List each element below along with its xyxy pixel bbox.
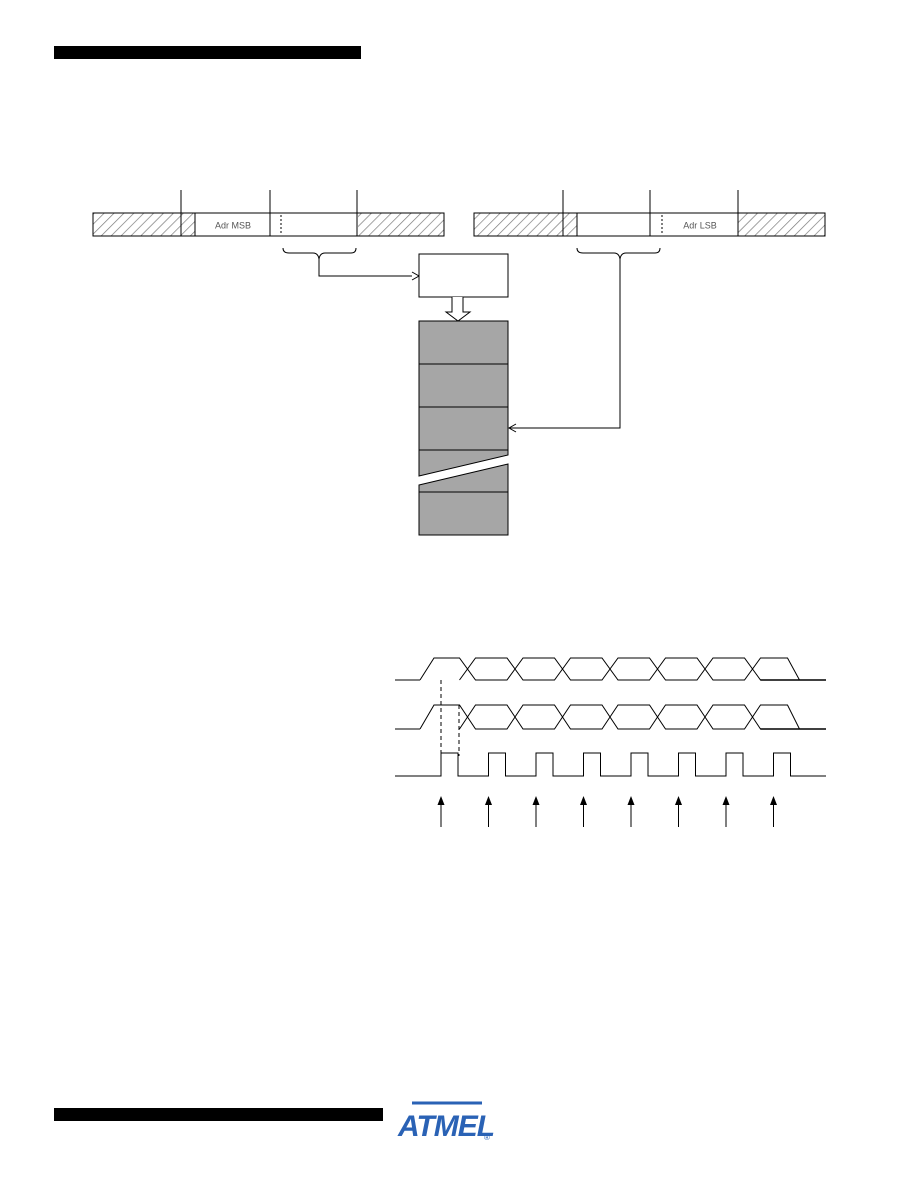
memory-page bbox=[418, 491, 509, 536]
header-bar bbox=[54, 46, 361, 59]
lsb-arrow-line bbox=[510, 259, 621, 429]
lsb-brace bbox=[576, 247, 661, 260]
strobe-arrow-head bbox=[770, 796, 777, 805]
address-bus-segment bbox=[609, 657, 659, 681]
strobe-arrow-head bbox=[722, 796, 730, 805]
data-bus-segment bbox=[561, 704, 611, 730]
lsb-arrow-head bbox=[507, 423, 517, 433]
data-bus-segment bbox=[609, 704, 659, 730]
msb-register: Adr MSB bbox=[92, 190, 445, 237]
memory-page-stack bbox=[418, 320, 509, 536]
timing-diagram bbox=[395, 657, 826, 827]
msb-arrow-head bbox=[411, 271, 421, 281]
data-bus-segment bbox=[704, 704, 754, 730]
strobe-arrow-head bbox=[485, 796, 492, 805]
address-bus-segment bbox=[466, 657, 516, 681]
strobe-arrow-head bbox=[580, 796, 587, 805]
logo-registered-mark: ® bbox=[484, 1133, 490, 1142]
atmel-logo: ATMEL ® bbox=[397, 1101, 495, 1143]
address-bus-segment bbox=[656, 657, 706, 681]
lsb-register: Adr LSB bbox=[473, 190, 826, 237]
data-bus-segment bbox=[514, 704, 564, 730]
logo-text: ATMEL bbox=[397, 1110, 494, 1143]
address-bus-segment bbox=[752, 657, 801, 681]
memory-page bbox=[418, 406, 509, 451]
memory-page bbox=[418, 320, 509, 365]
memory-break-top bbox=[418, 449, 509, 477]
strobe-arrow-head bbox=[627, 796, 635, 805]
msb-brace bbox=[282, 247, 357, 260]
footer-bar bbox=[54, 1108, 383, 1121]
address-bus-segment bbox=[419, 657, 469, 681]
decoder-box bbox=[418, 253, 509, 298]
msb-field-label: Adr MSB bbox=[215, 221, 251, 231]
address-bus-segment bbox=[704, 657, 754, 681]
data-bus-segment bbox=[656, 704, 706, 730]
decoder-output-arrow bbox=[444, 297, 472, 322]
lsb-field-label: Adr LSB bbox=[683, 221, 717, 231]
data-bus-segment bbox=[752, 704, 801, 730]
strobe-arrow-head bbox=[675, 796, 682, 805]
strobe-arrow-head bbox=[532, 796, 540, 805]
address-bus-segment bbox=[514, 657, 564, 681]
lsb-active-field bbox=[577, 213, 738, 236]
msb-active-field bbox=[195, 213, 358, 236]
data-bus-segment bbox=[419, 704, 469, 730]
data-bus-segment bbox=[466, 704, 516, 730]
msb-arrow-line bbox=[318, 259, 412, 277]
strobe-clock-waveform bbox=[395, 752, 826, 777]
strobe-arrow-head bbox=[437, 796, 445, 805]
memory-page bbox=[418, 363, 509, 408]
address-bus-segment bbox=[561, 657, 611, 681]
